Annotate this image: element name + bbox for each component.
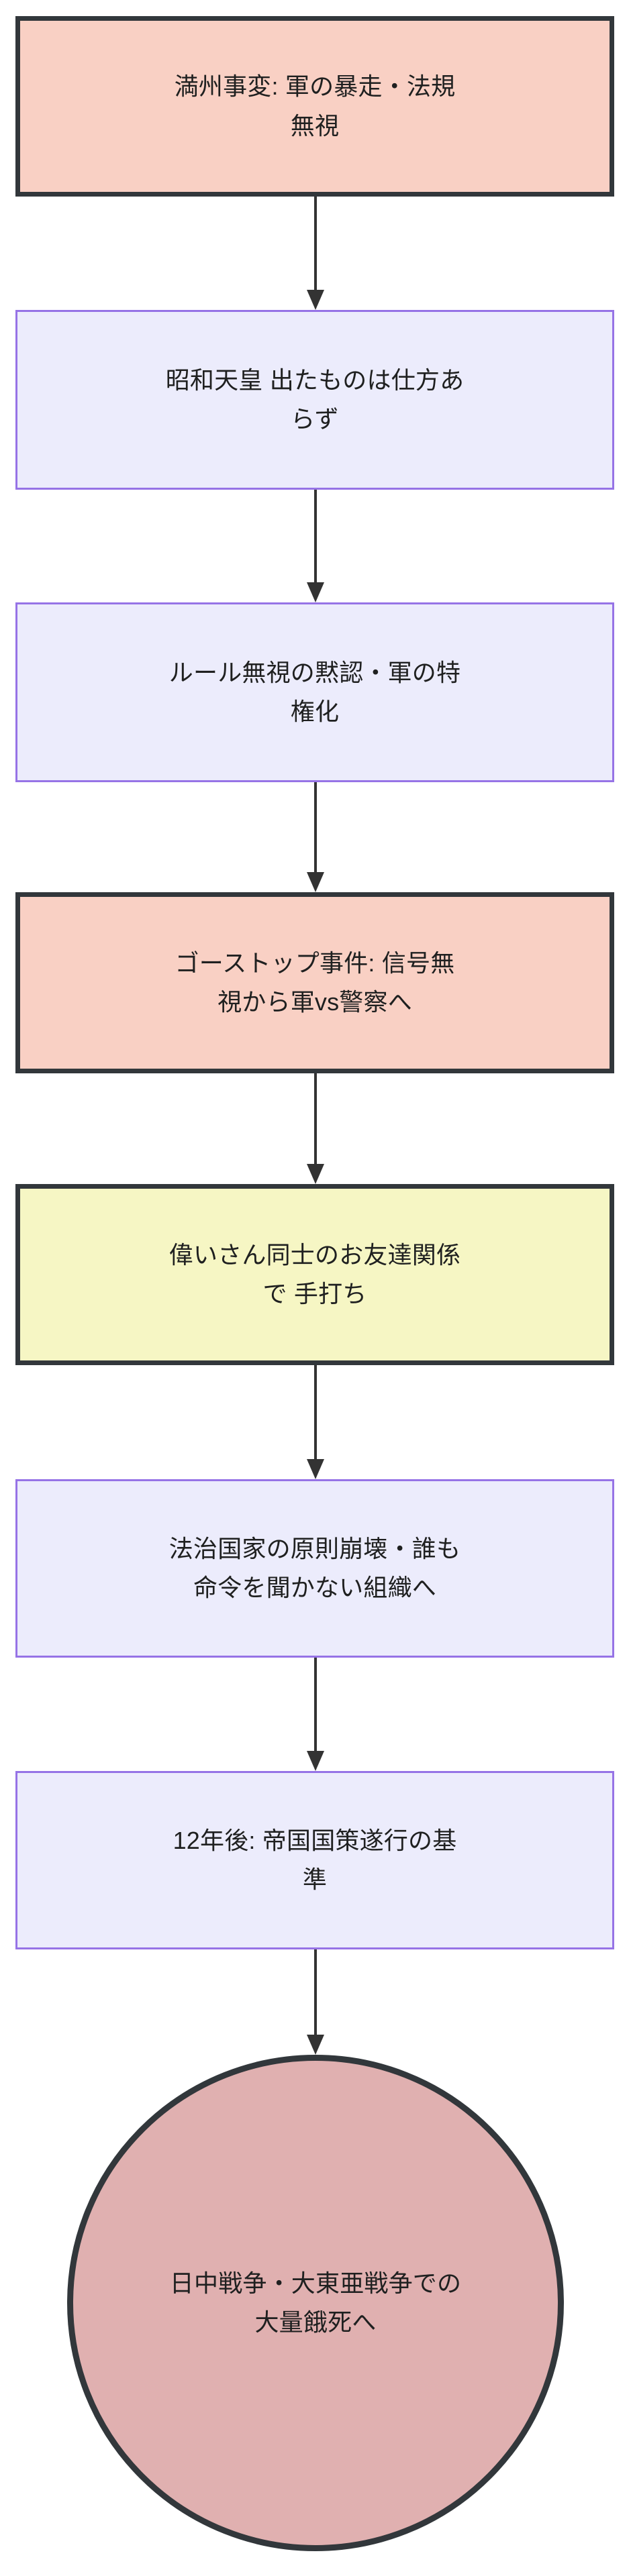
edge-n7-to-n8 (307, 1949, 324, 2055)
flow-node-label: 昭和天皇 出たものは仕方あ らず (165, 366, 465, 433)
flow-node-label: ゴーストップ事件: 信号無 視から軍vs警察へ (175, 949, 455, 1016)
arrowhead-icon (307, 1164, 324, 1184)
flow-node-n6[interactable]: 法治国家の原則崩壊・誰も 命令を聞かない組織へ (15, 1479, 614, 1658)
flow-node-n5[interactable]: 偉いさん同士のお友達関係 で 手打ち (15, 1184, 614, 1365)
arrowhead-icon (307, 290, 324, 310)
edge-n5-to-n6 (307, 1365, 324, 1479)
flow-node-label: 満州事変: 軍の暴走・法規 無視 (174, 72, 456, 140)
flow-node-label: 法治国家の原則崩壊・誰も 命令を聞かない組織へ (168, 1534, 461, 1601)
edge-n2-to-n3 (307, 490, 324, 602)
arrowhead-icon (307, 2035, 324, 2055)
edge-n1-to-n2 (307, 197, 324, 310)
flow-node-label: 日中戦争・大東亜戦争での 大量餓死へ (169, 2269, 462, 2336)
flow-node-n2[interactable]: 昭和天皇 出たものは仕方あ らず (15, 310, 614, 490)
edge-n6-to-n7 (307, 1658, 324, 1771)
flow-node-n7[interactable]: 12年後: 帝国国策遂行の基 準 (15, 1771, 614, 1949)
flow-node-n8[interactable]: 日中戦争・大東亜戦争での 大量餓死へ (67, 2055, 564, 2551)
flow-node-n3[interactable]: ルール無視の黙認・軍の特 権化 (15, 602, 614, 782)
flow-node-n1[interactable]: 満州事変: 軍の暴走・法規 無視 (15, 16, 614, 197)
arrowhead-icon (307, 1751, 324, 1771)
flow-node-n4[interactable]: ゴーストップ事件: 信号無 視から軍vs警察へ (15, 892, 614, 1073)
edge-n4-to-n5 (307, 1073, 324, 1184)
flow-node-label: 12年後: 帝国国策遂行の基 準 (173, 1826, 457, 1893)
arrowhead-icon (307, 582, 324, 602)
edge-n3-to-n4 (307, 782, 324, 892)
arrowhead-icon (307, 1459, 324, 1479)
flow-node-label: 偉いさん同士のお友達関係 で 手打ち (168, 1240, 461, 1307)
arrowhead-icon (307, 872, 324, 892)
flow-node-label: ルール無視の黙認・軍の特 権化 (168, 658, 461, 725)
